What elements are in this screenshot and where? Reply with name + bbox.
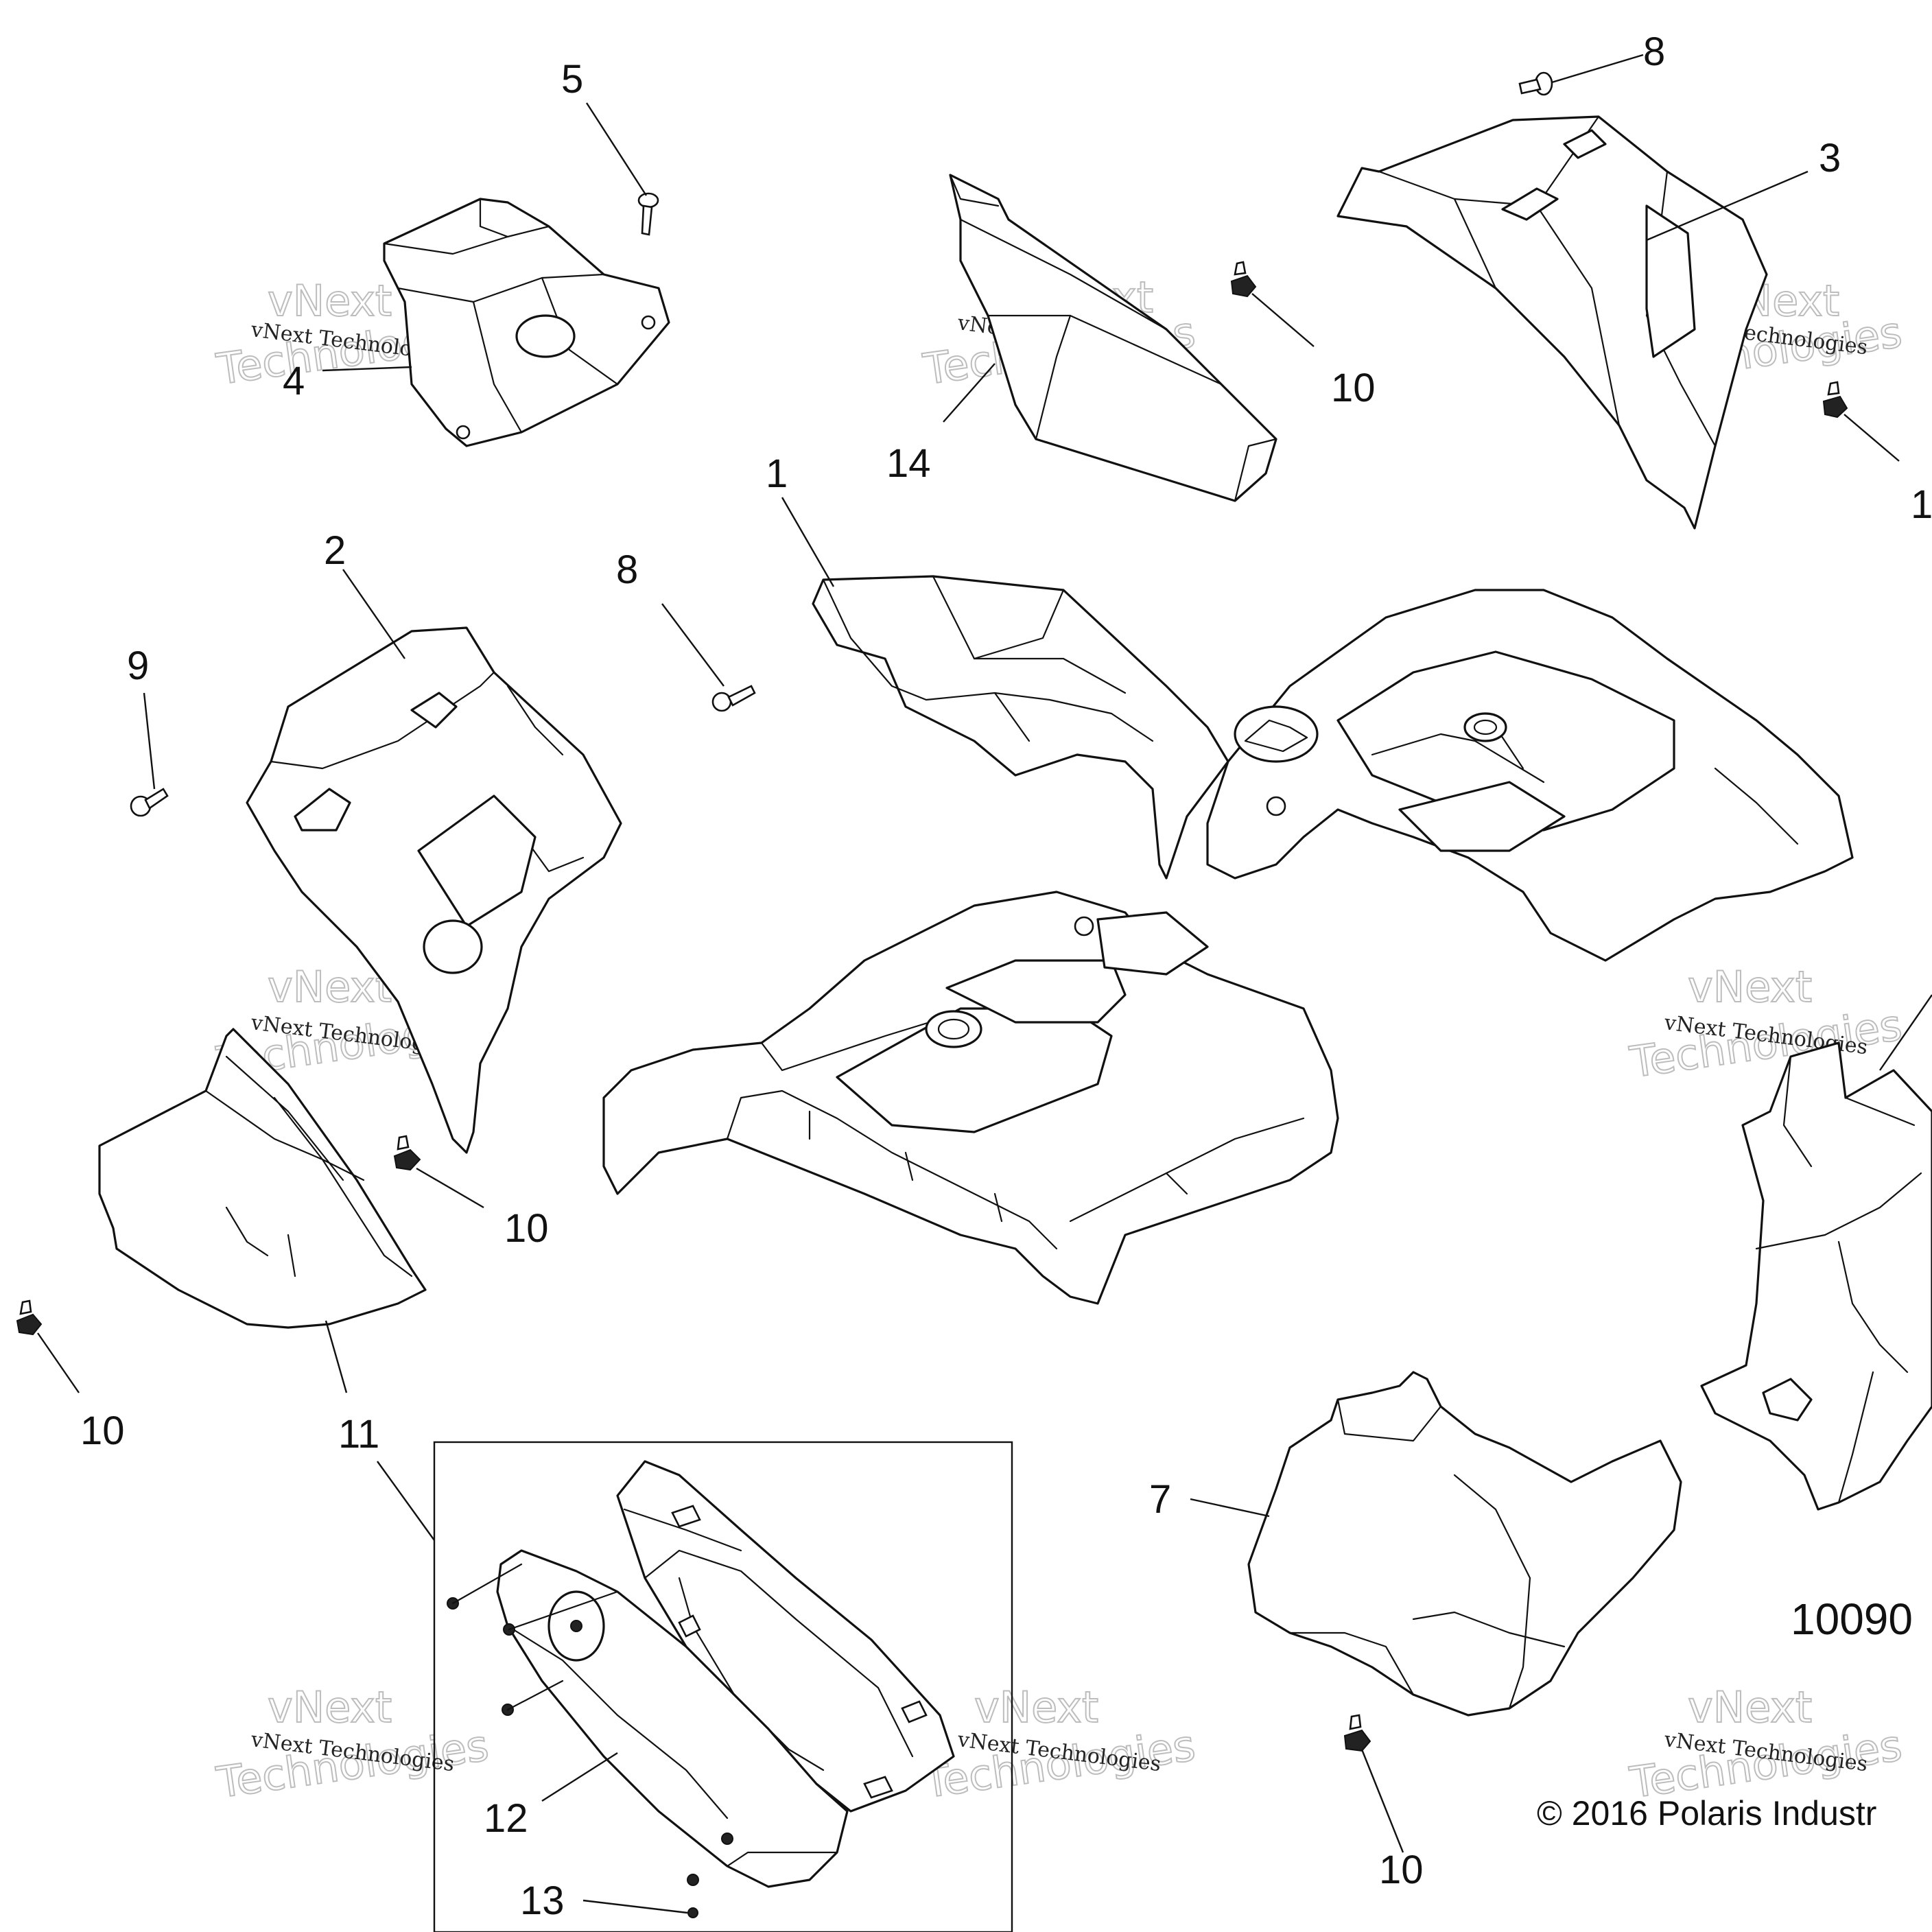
copyright-notice: © 2016 Polaris Industr (1537, 1794, 1876, 1833)
part-1-fender (602, 575, 1854, 1305)
watermark-bottom-left: vNext Technologies vNext Technologies (213, 1682, 493, 1809)
part-3-leader (1646, 170, 1809, 242)
part-10-push-pin-a (1230, 261, 1315, 347)
part-10-push-pin-d (16, 1299, 80, 1393)
callout-12: 12 (484, 1796, 528, 1841)
watermark-bottom-center: vNext Technologies vNext Technologies (919, 1682, 1199, 1809)
subassembly-box (433, 1441, 1013, 1932)
watermark-text: vNext (974, 1682, 1098, 1732)
part-8-bolt-b (661, 603, 756, 712)
watermark-text: vNext (268, 276, 392, 326)
watermark-text: vNext (268, 1682, 392, 1732)
part-12-handguard-assembly (447, 1460, 955, 1888)
callout-1: 1 (766, 451, 788, 496)
part-14-panel (949, 174, 1277, 502)
part-5-screw (585, 102, 659, 236)
part-2-leader (342, 569, 405, 659)
part-1-leader (781, 497, 835, 587)
part-9-bolt (130, 692, 169, 817)
callout-4: 4 (283, 359, 305, 403)
part-13-screw (582, 1899, 698, 1918)
callout-8: 8 (616, 547, 638, 592)
callout-10: 10 (1331, 366, 1376, 410)
watermark-mid-right: vNext Technologies vNext Technologies (1626, 961, 1906, 1088)
part-4-leader (322, 366, 412, 372)
watermark-text: vNext (268, 962, 392, 1012)
part-10-push-pin-e (1343, 1714, 1404, 1853)
part-11-leader (325, 1320, 348, 1393)
callout-2: 2 (324, 528, 346, 573)
watermark-text: vNext (1688, 1682, 1812, 1732)
part-8-bolt-a (1518, 54, 1644, 96)
part-10-push-pin-b (1822, 381, 1900, 462)
part-11-panel (98, 1028, 427, 1329)
callout-13: 13 (520, 1878, 565, 1923)
watermark-bottom-right: vNext Technologies vNext Technologies (1626, 1682, 1906, 1809)
callout-11: 11 (338, 1412, 379, 1457)
part-4-cover (383, 198, 670, 447)
callout-5: 5 (561, 57, 583, 102)
part-10-push-pin-c (393, 1135, 484, 1209)
part-11-box-leader (377, 1461, 435, 1541)
callout-10: 10 (504, 1206, 549, 1251)
callout-8: 8 (1643, 30, 1665, 74)
part-7-leader (1190, 1498, 1270, 1518)
part-7-cover (1247, 1371, 1682, 1717)
callout-10: 10 (1379, 1848, 1424, 1892)
watermark-text: vNext (1688, 962, 1812, 1012)
part-2-panel (246, 626, 622, 1154)
callout-10: 10 (1911, 482, 1932, 527)
callout-7: 7 (1149, 1477, 1171, 1522)
callout-10: 10 (80, 1409, 125, 1453)
figure-number: 10090 (1791, 1594, 1913, 1644)
callout-3: 3 (1819, 136, 1841, 180)
callout-9: 9 (127, 644, 149, 688)
part-14-leader (943, 363, 996, 423)
part-3-panel (1336, 115, 1768, 530)
callout-14: 14 (886, 441, 931, 486)
part-6-panel (1700, 994, 1932, 1511)
